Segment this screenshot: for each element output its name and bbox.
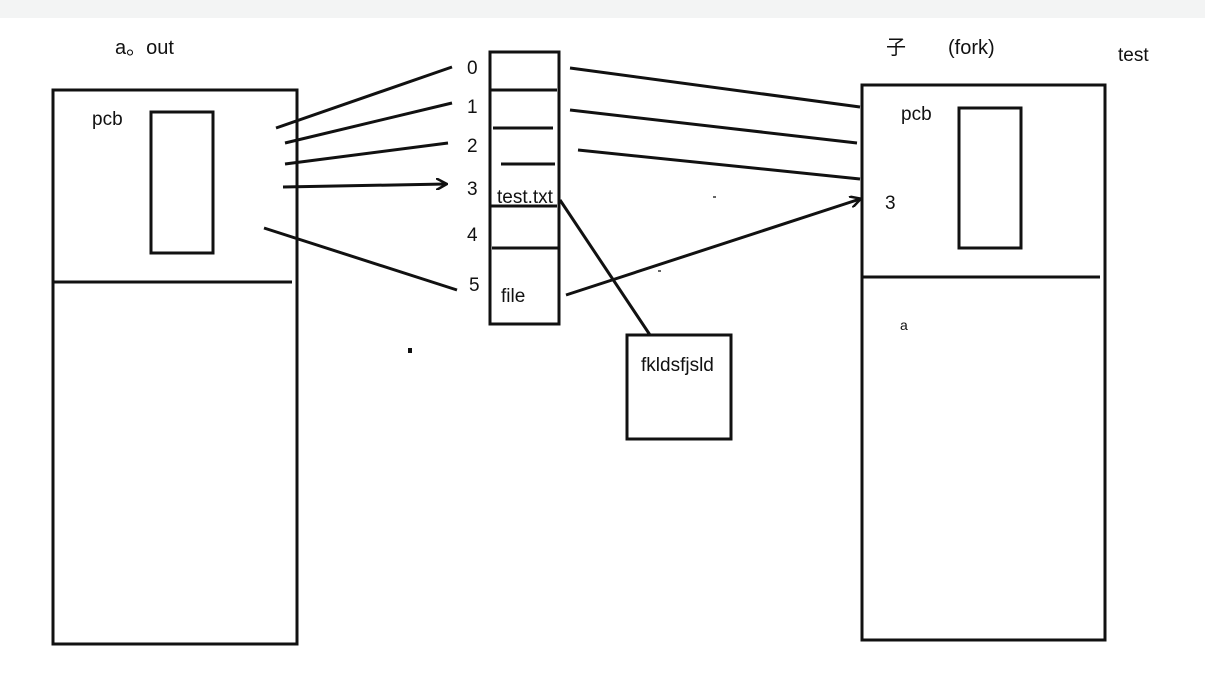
left-pcb-box: [149, 110, 215, 255]
right-process-subtitle: (fork): [948, 37, 995, 59]
right-pcb-box: [957, 106, 1023, 250]
right-pcb-label: pcb: [901, 104, 932, 125]
right-process-name: test: [1118, 45, 1149, 66]
fd-table-box: [488, 50, 561, 326]
fd-index-2: 2: [467, 136, 478, 157]
fd-index-1: 1: [467, 97, 478, 118]
right-small-mark: a: [900, 317, 908, 333]
file-content-text: fkldsfjsld: [641, 355, 714, 376]
fd-entry-test-txt: test.txt: [497, 187, 553, 208]
left-fd5-line: [263, 226, 458, 292]
right-fd1-line: [569, 108, 858, 145]
left-pcb-label: pcb: [92, 109, 123, 130]
fd-entry-file: file: [501, 286, 526, 307]
right-fd2-line: [577, 148, 861, 181]
right-fd0-line: [569, 66, 861, 109]
test-txt-to-file-box-line: [558, 199, 652, 336]
top-bar: [0, 0, 1205, 18]
fd-index-0: 0: [467, 58, 478, 79]
left-fd1-line: [284, 101, 453, 145]
stray-dot: [713, 196, 716, 198]
fd-index-5: 5: [469, 275, 480, 296]
left-fd0-line: [275, 65, 453, 130]
file-to-right-fd3-arrow: [565, 199, 860, 297]
left-process-title: a。out: [115, 37, 174, 59]
right-process-box: [860, 83, 1107, 642]
fd-index-3: 3: [467, 179, 478, 200]
left-process-box: [51, 88, 299, 646]
stray-dot: [408, 348, 412, 353]
left-fd2-line: [284, 141, 449, 166]
file-content-box: [625, 333, 733, 441]
stray-dot: [658, 270, 661, 272]
right-process-title: 子: [886, 37, 906, 59]
right-fd-3-label: 3: [885, 193, 896, 214]
left-fd3-arrow: [282, 184, 446, 187]
fd-index-4: 4: [467, 225, 478, 246]
